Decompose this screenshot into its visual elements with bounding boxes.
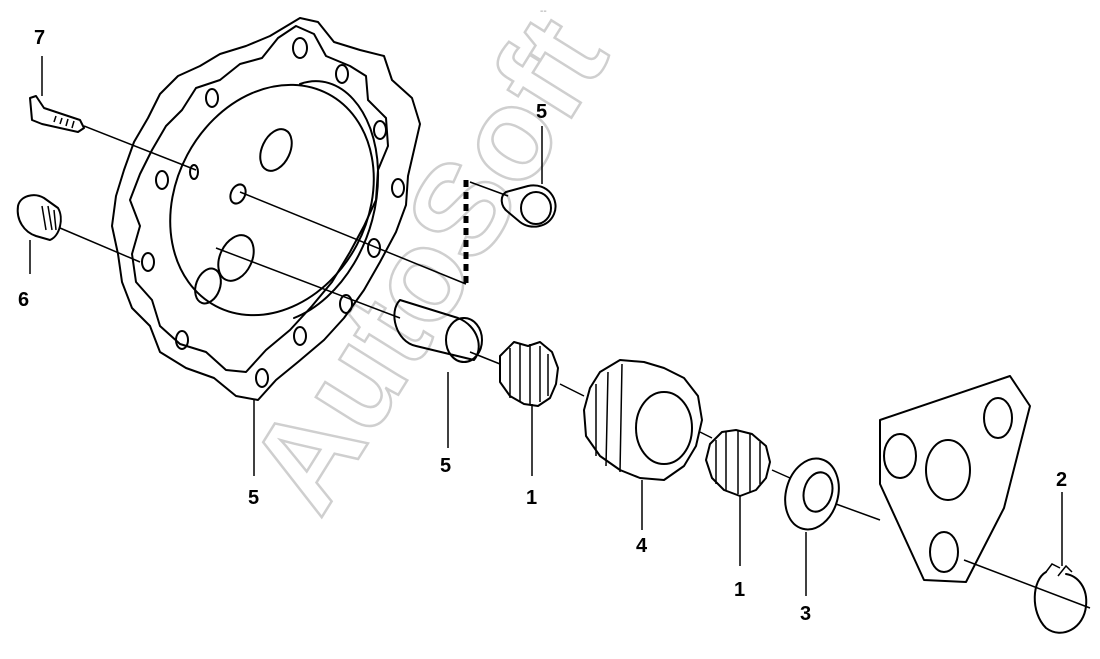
callout-7: 7 xyxy=(34,27,45,49)
large-gear xyxy=(583,359,703,481)
leader-lines xyxy=(29,56,1063,596)
callout-3: 3 xyxy=(800,603,811,625)
callout-1-right: 1 xyxy=(734,579,745,601)
assembly-axis xyxy=(469,351,1091,609)
small-gear-left xyxy=(499,341,559,407)
dowel-pin xyxy=(463,180,557,286)
circlip xyxy=(1033,563,1088,634)
callout-2: 2 xyxy=(1056,469,1067,491)
triangular-plate xyxy=(879,375,1031,583)
callout-4: 4 xyxy=(636,535,648,557)
flange-housing xyxy=(111,17,421,401)
header-mark: -- xyxy=(540,6,547,17)
callout-5-sleeve: 5 xyxy=(440,455,451,477)
threaded-plug xyxy=(16,194,141,263)
callout-5-flange: 5 xyxy=(248,487,259,509)
countersunk-screw xyxy=(29,95,197,171)
small-gear-right xyxy=(705,429,771,497)
callout-6: 6 xyxy=(18,289,29,311)
callout-1-left: 1 xyxy=(526,487,537,509)
washer xyxy=(784,457,840,531)
callout-5-plug: 5 xyxy=(536,101,547,123)
sleeve-bushing xyxy=(215,191,483,363)
